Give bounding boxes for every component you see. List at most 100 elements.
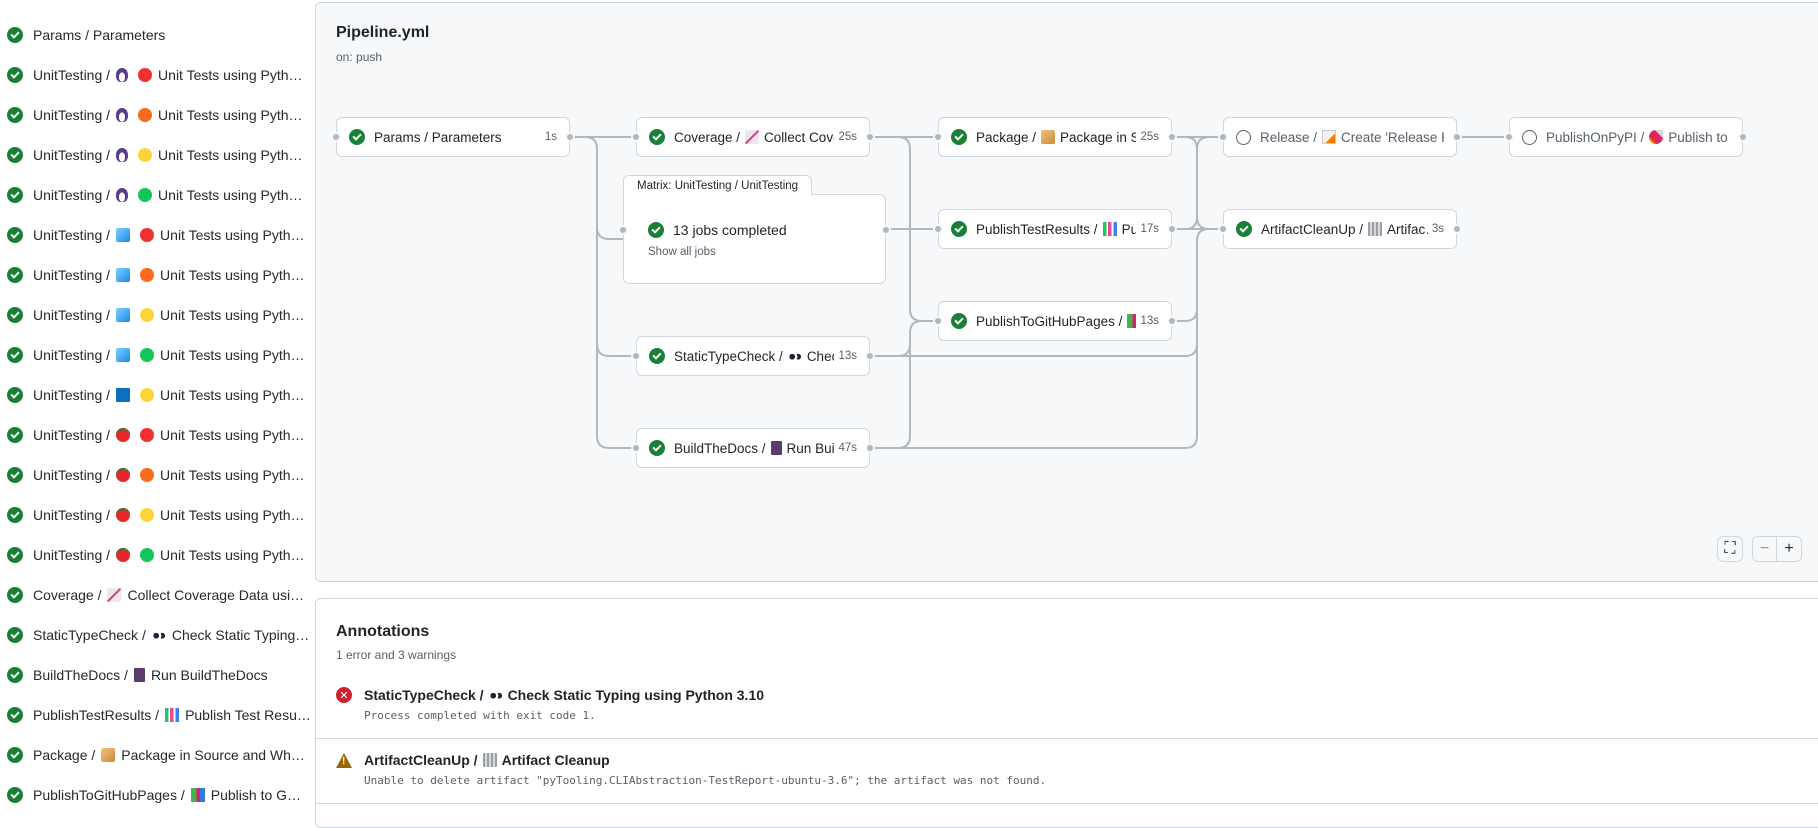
- job-name: UnitTesting /: [33, 467, 111, 483]
- job-name: UnitTesting /: [33, 507, 111, 523]
- sidebar-job-item[interactable]: UnitTesting /Unit Tests using Pyth…: [0, 55, 312, 95]
- output-port: [881, 225, 891, 235]
- job-node-ghpages[interactable]: PublishToGitHubPages /…13s: [933, 301, 1177, 341]
- ice-cube-icon: [116, 348, 131, 362]
- chart-increasing-icon: [745, 130, 760, 144]
- step-name: Unit Tests using Pyth…: [160, 467, 305, 483]
- sidebar-job-item[interactable]: UnitTesting / Unit Tests using Pyth…: [0, 455, 312, 495]
- job-name: UnitTesting /: [33, 187, 111, 203]
- annotation-message: Unable to delete artifact "pyTooling.CLI…: [364, 774, 1047, 787]
- step-name: Publish to G…: [210, 787, 302, 803]
- matrix-group-unittesting[interactable]: 13 jobs completed Show all jobs: [618, 194, 891, 284]
- success-check-icon: [7, 267, 23, 283]
- step-name: Unit Tests using Pyth…: [160, 307, 305, 323]
- success-check-icon: [7, 187, 23, 203]
- success-check-icon: [7, 27, 23, 43]
- job-node-publishtest[interactable]: PublishTestResults /Pu…17s: [933, 209, 1177, 249]
- books-icon: [190, 788, 205, 802]
- orange-circle-icon: [140, 468, 155, 482]
- zoom-in-button[interactable]: +: [1784, 540, 1794, 557]
- job-duration: 13s: [1140, 315, 1159, 327]
- green-circle-icon: [138, 188, 153, 202]
- job-title: StaticTypeCheck /Chec…: [674, 349, 834, 364]
- success-check-icon: [7, 147, 23, 163]
- job-duration: 25s: [838, 131, 857, 143]
- step-name: Chec…: [806, 348, 835, 364]
- apple-icon: [116, 548, 131, 562]
- job-name: Coverage /: [674, 129, 741, 145]
- sidebar-job-item[interactable]: UnitTesting / Unit Tests using Pyth…: [0, 295, 312, 335]
- job-node-pypi[interactable]: PublishOnPyPI /Publish to …: [1504, 117, 1748, 157]
- job-node-package[interactable]: Package /Package in So…25s: [933, 117, 1177, 157]
- success-check-icon: [951, 221, 967, 237]
- success-check-icon: [951, 129, 967, 145]
- show-all-jobs-link[interactable]: Show all jobs: [648, 246, 716, 258]
- sidebar-job-item[interactable]: UnitTesting /Unit Tests using Pyth…: [0, 175, 312, 215]
- wastebasket-icon: [482, 753, 497, 767]
- job-node-statictype[interactable]: StaticTypeCheck /Chec… 13s: [631, 336, 875, 376]
- annotation-error[interactable]: ✕ StaticTypeCheck / Check Static Typing …: [316, 687, 1818, 739]
- input-port: [631, 351, 641, 361]
- output-port: [1452, 132, 1462, 142]
- output-port: [1452, 224, 1462, 234]
- step-name: Publish Test Resu…: [185, 707, 311, 723]
- input-port: [631, 443, 641, 453]
- step-name: Package in Source and Wh…: [121, 747, 305, 763]
- annotation-warning[interactable]: ArtifactCleanUp / Artifact Cleanup Unabl…: [316, 752, 1818, 804]
- workflow-file-title: Pipeline.yml: [336, 24, 430, 41]
- output-port: [865, 443, 875, 453]
- job-name: UnitTesting /: [33, 387, 111, 403]
- job-name: PublishTestResults /: [33, 707, 160, 723]
- job-node-builddocs[interactable]: BuildTheDocs /Run Buil…47s: [631, 428, 875, 468]
- sidebar-job-item[interactable]: UnitTesting /Unit Tests using Pyth…: [0, 95, 312, 135]
- sidebar-job-item[interactable]: UnitTesting /Unit Tests using Pyth…: [0, 215, 312, 255]
- fullscreen-icon[interactable]: ⛶: [1724, 540, 1736, 557]
- input-port: [631, 132, 641, 142]
- job-name: UnitTesting /: [33, 147, 111, 163]
- annotation-job[interactable]: ArtifactCleanUp /: [364, 752, 478, 768]
- sidebar-job-item[interactable]: UnitTesting /Unit Tests using Pyth…: [0, 335, 312, 375]
- zoom-out-button[interactable]: −: [1753, 537, 1777, 561]
- sidebar-job-item[interactable]: UnitTesting /Unit Tests using Pyth…: [0, 415, 312, 455]
- sidebar-job-item[interactable]: UnitTesting /Unit Tests using Pyth…: [0, 495, 312, 535]
- rocket-icon: [1649, 130, 1664, 144]
- sidebar-job-item[interactable]: UnitTesting /Unit Tests using Pyth…: [0, 135, 312, 175]
- sidebar-job-item[interactable]: Params / Parameters: [0, 15, 312, 55]
- job-duration: 1s: [544, 131, 557, 143]
- ice-cube-icon: [116, 268, 131, 282]
- annotation-job[interactable]: StaticTypeCheck /: [364, 687, 484, 703]
- penguin-icon: [116, 68, 129, 82]
- annotation-step[interactable]: Check Static Typing using Python 3.10: [507, 687, 765, 703]
- memo-icon: [1322, 130, 1337, 144]
- annotation-step[interactable]: Artifact Cleanup: [501, 752, 610, 768]
- sidebar-job-item[interactable]: UnitTesting /Unit Tests using Pyth…: [0, 535, 312, 575]
- sidebar-job-item[interactable]: BuildTheDocs /Run BuildTheDocs: [0, 655, 312, 695]
- red-circle-icon: [140, 228, 155, 242]
- job-node-release[interactable]: Release /Create 'Release P…: [1218, 117, 1462, 157]
- success-check-icon: [7, 347, 23, 363]
- sidebar-job-item[interactable]: Package /Package in Source and Wh…: [0, 735, 312, 775]
- step-name: Publish to …: [1668, 129, 1730, 145]
- success-check-icon: [7, 67, 23, 83]
- fullscreen-button[interactable]: ⛶: [1717, 536, 1743, 562]
- workflow-graph-panel: [315, 2, 1818, 582]
- sidebar-job-item[interactable]: PublishTestResults / Publish Test Resu…: [0, 695, 312, 735]
- blue-square-icon: [116, 388, 131, 402]
- job-duration: 13s: [838, 350, 857, 362]
- sidebar-job-item[interactable]: StaticTypeCheck /Check Static Typing…: [0, 615, 312, 655]
- job-name: PublishToGitHubPages /: [33, 787, 185, 803]
- sidebar-job-item[interactable]: Coverage /Collect Coverage Data usi…: [0, 575, 312, 615]
- job-name: UnitTesting /: [33, 307, 111, 323]
- sidebar-job-item[interactable]: PublishToGitHubPages / Publish to G…: [0, 775, 312, 815]
- step-name: Unit Tests using Pyth…: [158, 67, 303, 83]
- job-node-cleanup[interactable]: ArtifactCleanUp /Artifac…3s: [1218, 209, 1462, 249]
- bar-chart-icon: [165, 708, 180, 722]
- job-node-coverage[interactable]: Coverage /Collect Cove…25s: [631, 117, 875, 157]
- yellow-circle-icon: [140, 388, 155, 402]
- success-check-icon: [7, 467, 23, 483]
- sidebar-job-item[interactable]: UnitTesting /Unit Tests using Pyth…: [0, 255, 312, 295]
- error-x-circle-icon: ✕: [336, 687, 352, 703]
- sidebar-job-item[interactable]: UnitTesting /Unit Tests using Pyth…: [0, 375, 312, 415]
- orange-circle-icon: [140, 268, 155, 282]
